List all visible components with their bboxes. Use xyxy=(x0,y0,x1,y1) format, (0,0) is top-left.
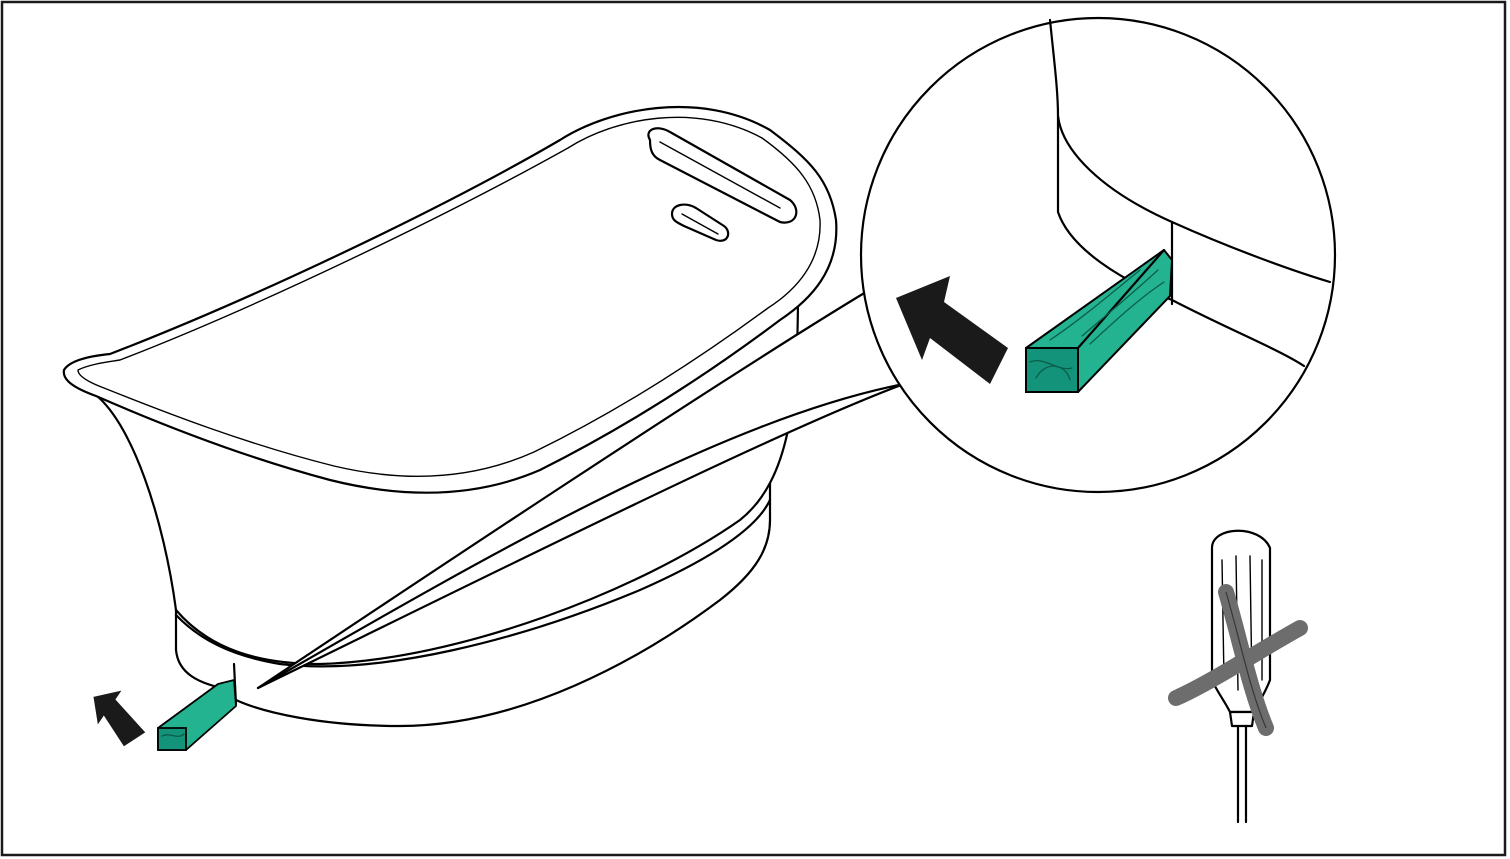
callout-pointer-edge xyxy=(256,382,906,690)
cross-mark-icon xyxy=(1168,584,1308,736)
drain-inner xyxy=(681,213,719,235)
wooden-wedge-large xyxy=(1025,248,1173,393)
push-arrow-small xyxy=(93,690,146,747)
tub-rim xyxy=(62,106,838,494)
detail-callout xyxy=(256,16,1337,690)
tub-rim-inner xyxy=(77,116,821,478)
overflow-slot-inner xyxy=(659,141,781,209)
detail-upper-edge xyxy=(1048,18,1332,284)
push-arrow-large xyxy=(896,276,1008,384)
magnifier-circle xyxy=(859,16,1337,494)
wooden-wedge-small xyxy=(157,679,237,751)
overflow-slot xyxy=(647,127,798,224)
base-top-edge xyxy=(174,498,772,668)
